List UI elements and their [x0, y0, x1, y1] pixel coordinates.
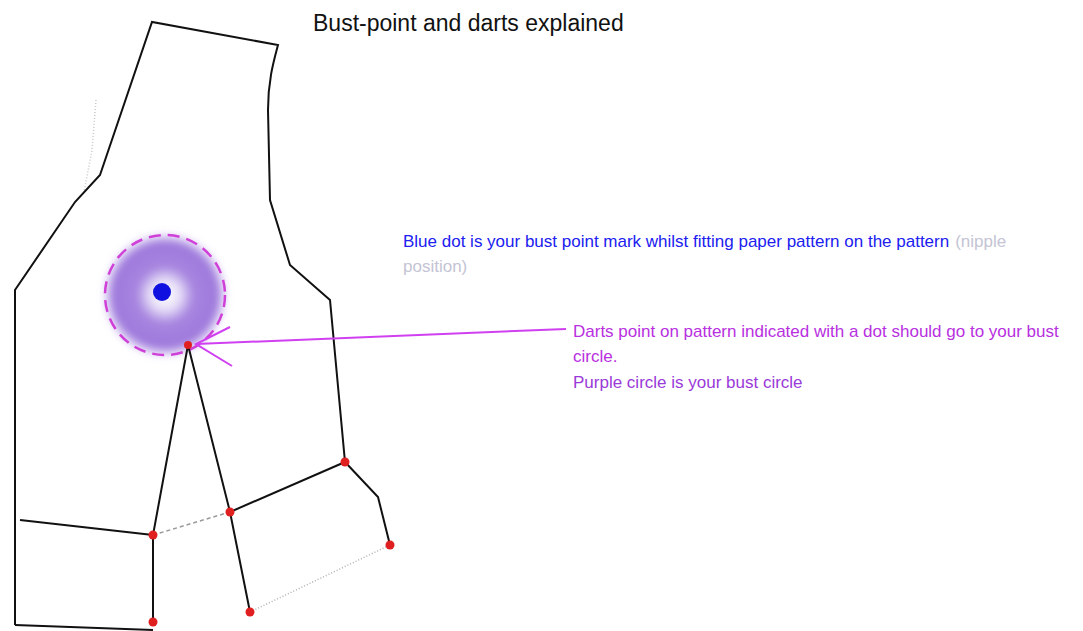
diagram-title: Bust-point and darts explained [313, 10, 624, 37]
waist-line [20, 520, 153, 535]
waist-guide [153, 512, 230, 535]
note-block: Darts point on pattern indicated with a … [573, 319, 1073, 369]
bust-circle-outline [105, 235, 225, 355]
note-text: Purple circle is your bust circle [573, 373, 803, 392]
bust-point-dot [153, 283, 171, 301]
dart-dots [149, 341, 395, 627]
note-block: Blue dot is your bust point mark whilst … [403, 229, 1073, 279]
dart-legs [153, 345, 250, 622]
guide-line [84, 100, 96, 192]
leader-arrowhead [196, 327, 232, 366]
title-wrap: Bust-point and darts explained [313, 10, 624, 37]
panel-edge [230, 462, 345, 512]
pattern-hem [15, 625, 153, 630]
note-text: Blue dot is your bust point mark whilst … [403, 232, 949, 251]
note-text: Darts point on pattern indicated with a … [573, 322, 1059, 366]
pattern-outline [15, 22, 390, 625]
panel-hem [250, 545, 390, 612]
note-block: Purple circle is your bust circle [573, 370, 1073, 395]
leader-line [196, 329, 566, 344]
bust-circle [101, 231, 229, 359]
